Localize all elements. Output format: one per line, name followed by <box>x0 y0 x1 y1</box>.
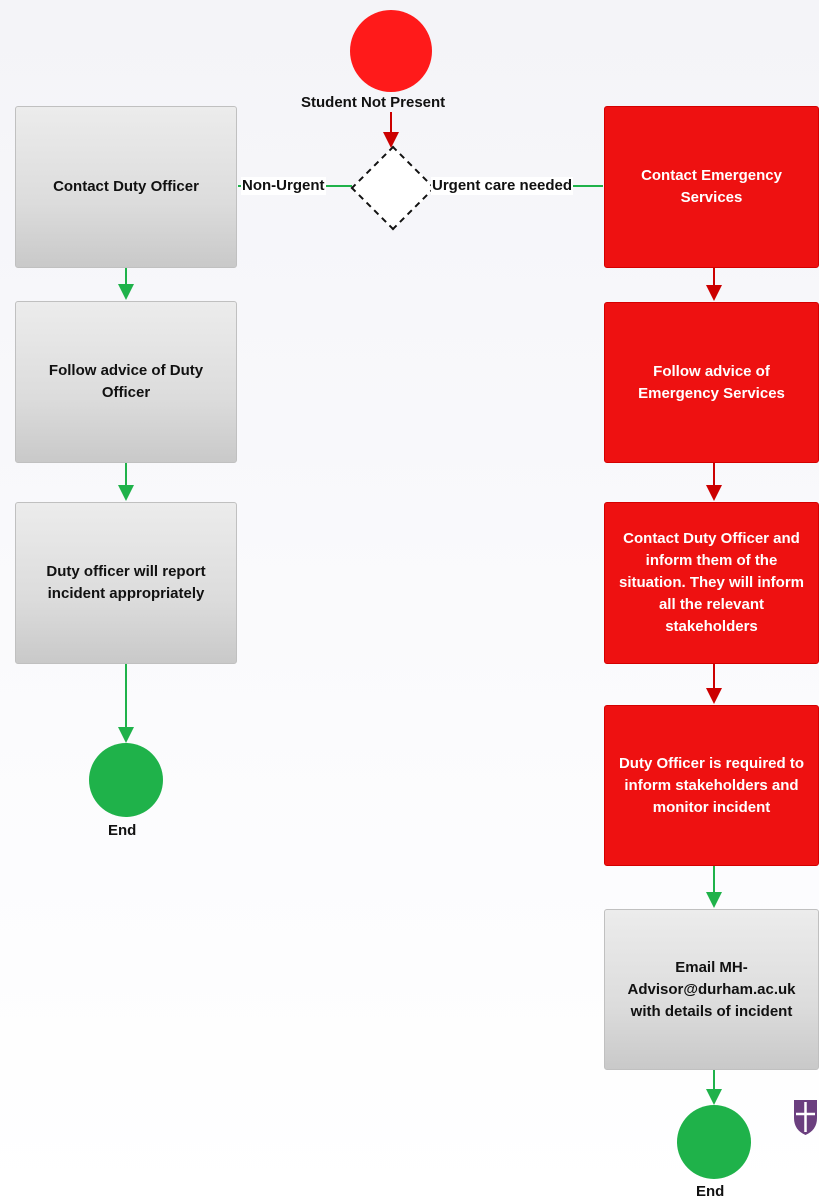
end-node-urgent-label: End <box>696 1183 725 1200</box>
university-crest-icon <box>794 1100 817 1135</box>
step-email-mh-advisor: Email MH-Advisor@durham.ac.uk with detai… <box>604 909 819 1070</box>
step-follow-advice-duty-officer: Follow advice of Duty Officer <box>15 301 237 463</box>
start-node <box>350 10 432 92</box>
step-follow-advice-emergency-services: Follow advice of Emergency Services <box>604 302 819 463</box>
non-urgent-edge-label: Non-Urgent <box>241 177 326 195</box>
step-duty-officer-report: Duty officer will report incident approp… <box>15 502 237 664</box>
end-node-urgent <box>677 1105 751 1179</box>
end-node-non-urgent <box>89 743 163 817</box>
step-contact-duty-officer: Contact Duty Officer <box>15 106 237 268</box>
urgent-edge-label: Urgent care needed <box>431 177 574 195</box>
end-node-non-urgent-label: End <box>108 822 137 839</box>
start-node-label: Student Not Present <box>301 94 446 111</box>
step-contact-duty-officer-inform: Contact Duty Officer and inform them of … <box>604 502 819 664</box>
step-duty-officer-monitor: Duty Officer is required to inform stake… <box>604 705 819 866</box>
step-contact-emergency-services: Contact Emergency Services <box>604 106 819 268</box>
